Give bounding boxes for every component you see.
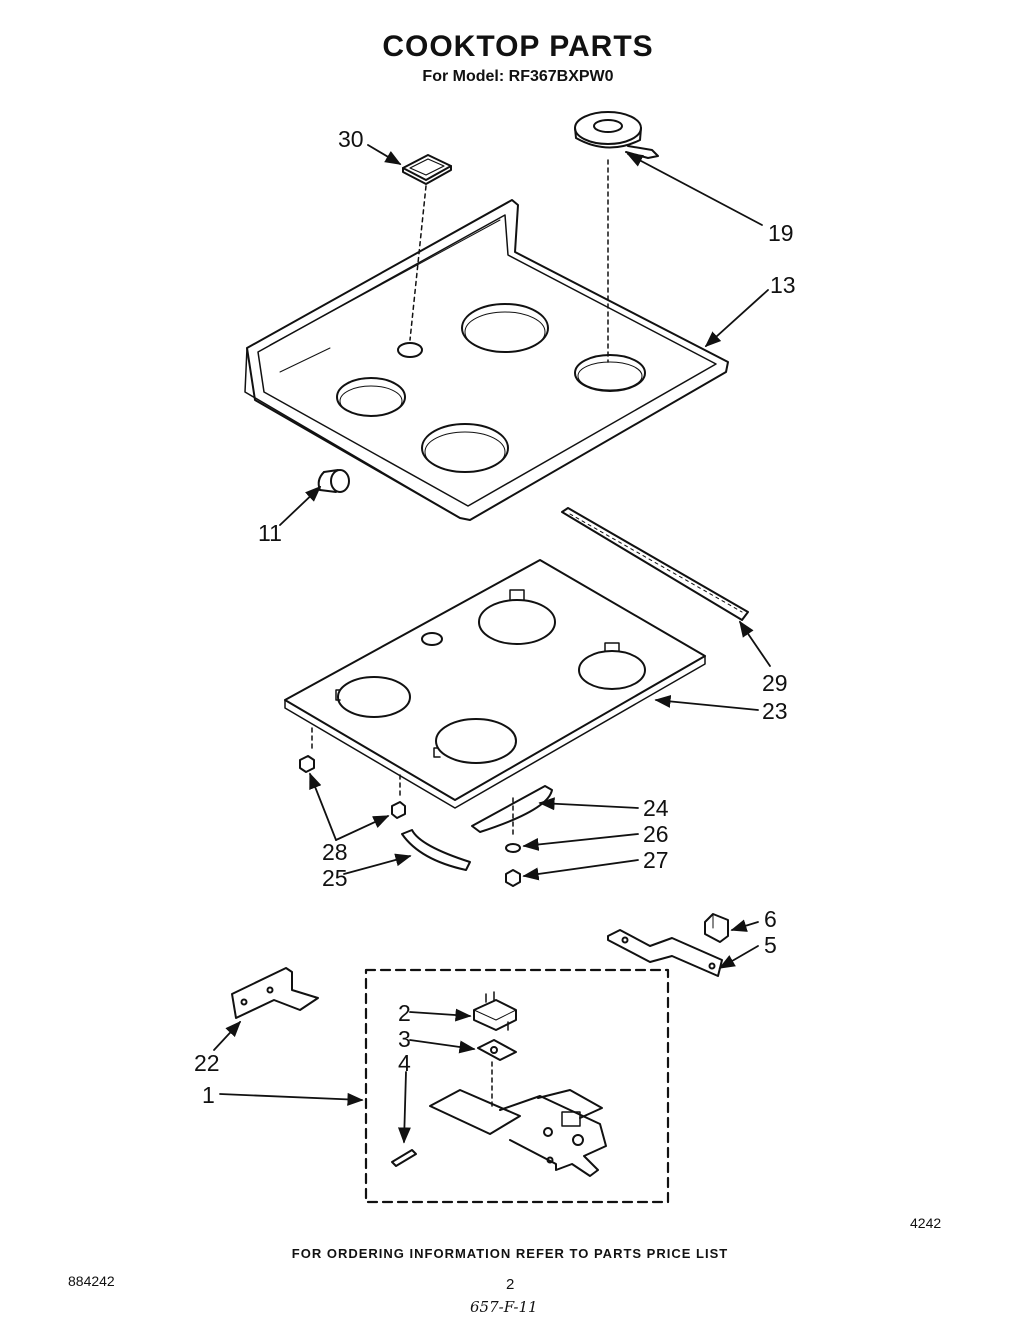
part-25-bracket <box>401 829 471 871</box>
callout-11: 11 <box>258 520 282 546</box>
callout-5: 5 <box>764 932 777 958</box>
callout-1: 1 <box>202 1082 215 1108</box>
model-subtitle: For Model: RF367BXPW0 <box>422 68 614 85</box>
callout-2: 2 <box>398 1000 411 1026</box>
callout-25: 25 <box>322 865 348 891</box>
page-title: COOKTOP PARTS <box>382 30 654 63</box>
callout-27: 27 <box>643 847 669 873</box>
part-22-bracket <box>231 967 319 1019</box>
part-4-clip <box>391 1149 417 1167</box>
page-number: 2 <box>506 1276 515 1293</box>
part-26-washer <box>505 843 521 853</box>
part-6-terminal-block <box>704 913 729 943</box>
part-3-plate <box>477 1039 517 1107</box>
handwritten-note: 657-F-11 <box>470 1298 538 1316</box>
part-27-nut <box>505 869 521 887</box>
part-29-trim-strip <box>561 507 749 621</box>
part-24-bracket <box>471 785 553 839</box>
part-23-burner-box <box>284 559 706 809</box>
part-19-surface-element <box>574 111 659 159</box>
callout-26: 26 <box>643 821 669 847</box>
callout-28: 28 <box>322 839 348 865</box>
callout-6: 6 <box>764 906 777 932</box>
part-2-switch <box>473 991 517 1031</box>
ordering-note: FOR ORDERING INFORMATION REFER TO PARTS … <box>291 1246 729 1261</box>
diagram-code-right: 4242 <box>910 1215 942 1231</box>
switch-assembly-box <box>364 968 670 1204</box>
callout-30: 30 <box>338 126 364 152</box>
callout-24: 24 <box>643 795 669 821</box>
part-30-vent-cap <box>402 154 452 185</box>
diagram-code-left: 884242 <box>68 1273 115 1289</box>
callout-29: 29 <box>762 670 788 696</box>
part-1-switch-assembly <box>429 1089 607 1177</box>
callout-3: 3 <box>398 1026 411 1052</box>
part-13-cooktop <box>244 199 729 521</box>
callout-leaders <box>213 144 771 1144</box>
callout-23: 23 <box>762 698 788 724</box>
callout-19: 19 <box>768 220 794 246</box>
callout-13: 13 <box>770 272 796 298</box>
callout-22: 22 <box>194 1050 220 1076</box>
part-28-clips <box>299 727 406 819</box>
part-11-knob <box>317 469 350 493</box>
callout-4: 4 <box>398 1050 411 1076</box>
